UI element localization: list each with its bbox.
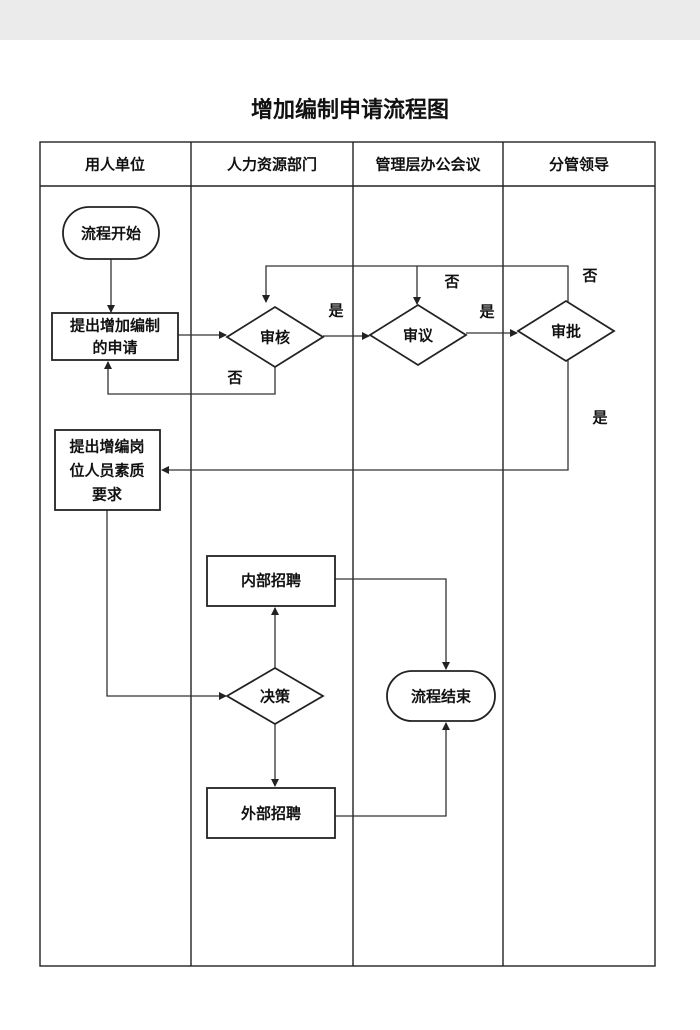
node-decision-label: 决策 bbox=[260, 688, 291, 706]
diagram-title: 增加编制申请流程图 bbox=[251, 97, 449, 123]
node-requirements-line3: 要求 bbox=[92, 486, 123, 504]
node-deliberate-label: 审议 bbox=[403, 327, 434, 345]
lane-header-management-meeting: 管理层办公会议 bbox=[375, 156, 481, 174]
edge-label-deliberate-yes: 是 bbox=[478, 303, 495, 321]
lane-header-leader: 分管领导 bbox=[549, 156, 609, 174]
node-external-label: 外部招聘 bbox=[240, 805, 301, 823]
edge-label-approve-yes: 是 bbox=[591, 409, 608, 427]
swimlane-grid bbox=[39, 141, 656, 967]
lane-header-hr: 人力资源部门 bbox=[227, 156, 317, 174]
edge-label-deliberate-no: 否 bbox=[443, 273, 459, 291]
node-deliberate: 审议 bbox=[368, 303, 468, 367]
node-internal: 内部招聘 bbox=[206, 555, 336, 607]
node-apply: 提出增加编制 的申请 bbox=[51, 312, 179, 361]
node-approve: 审批 bbox=[516, 299, 616, 363]
node-requirements: 提出增编岗 位人员素质 要求 bbox=[54, 429, 161, 511]
node-external: 外部招聘 bbox=[206, 787, 336, 839]
node-review-label: 审核 bbox=[260, 329, 290, 347]
connectors bbox=[104, 259, 569, 817]
edge-label-review-yes: 是 bbox=[327, 302, 344, 320]
node-approve-label: 审批 bbox=[551, 323, 581, 341]
node-apply-line2: 的申请 bbox=[92, 339, 137, 357]
node-end-label: 流程结束 bbox=[411, 688, 472, 706]
node-start-label: 流程开始 bbox=[81, 225, 141, 243]
node-decision: 决策 bbox=[225, 666, 325, 726]
node-internal-label: 内部招聘 bbox=[241, 572, 301, 590]
top-bar bbox=[0, 0, 700, 40]
edge-label-review-no: 否 bbox=[226, 369, 242, 387]
node-requirements-line1: 提出增编岗 bbox=[69, 438, 144, 456]
node-requirements-line2: 位人员素质 bbox=[69, 462, 144, 480]
node-end: 流程结束 bbox=[386, 670, 496, 722]
node-start: 流程开始 bbox=[62, 206, 160, 260]
edge-label-approve-no: 否 bbox=[581, 267, 597, 285]
node-apply-line1: 提出增加编制 bbox=[70, 317, 160, 335]
lane-header-requesting-unit: 用人单位 bbox=[85, 156, 145, 174]
node-review: 审核 bbox=[225, 305, 325, 369]
